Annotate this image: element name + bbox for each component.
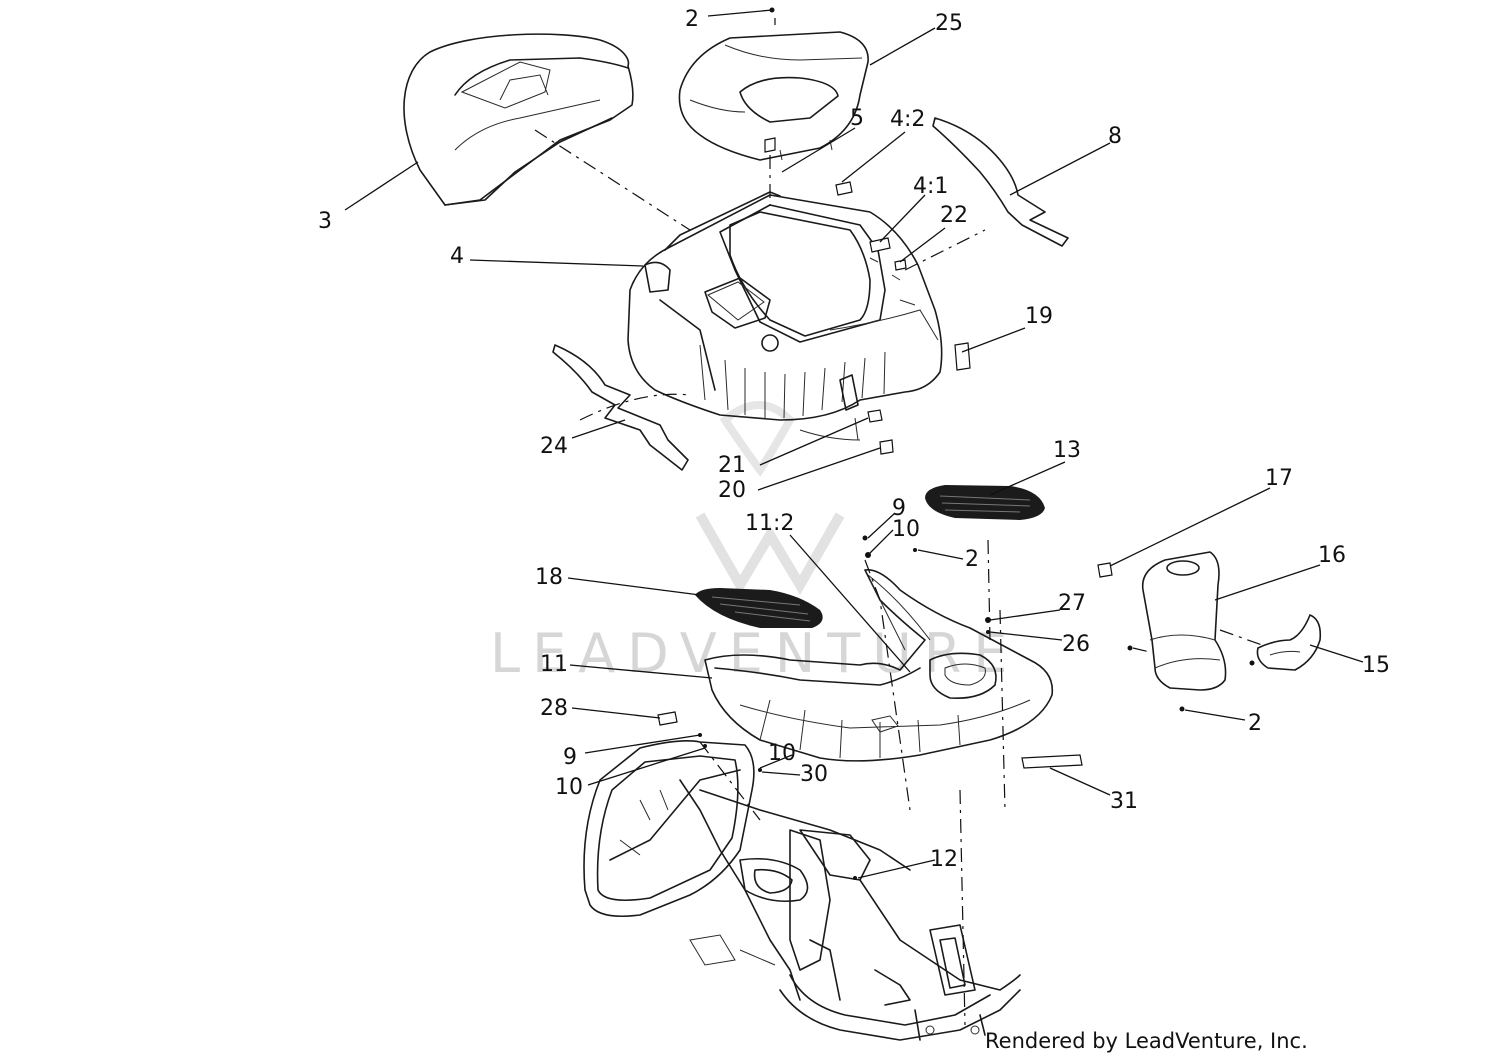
callout-13: 13 xyxy=(1053,438,1081,463)
watermark-text: LEADVENTURE xyxy=(490,622,1019,685)
callout-18: 18 xyxy=(535,565,563,590)
right-trim-strip xyxy=(932,117,1069,247)
callout-19: 19 xyxy=(1025,304,1053,329)
callout-20: 20 xyxy=(718,478,746,503)
callout-4-1: 4:1 xyxy=(913,174,948,199)
callout-10-mid: 10 xyxy=(768,741,796,766)
callout-2-right: 2 xyxy=(1248,711,1262,736)
assembly-lines xyxy=(534,18,1263,1026)
callout-16: 16 xyxy=(1318,543,1346,568)
callout-21: 21 xyxy=(718,453,746,478)
rear-handle xyxy=(678,31,869,161)
callout-11-2: 11:2 xyxy=(745,511,794,536)
callout-2-top: 2 xyxy=(685,7,699,32)
callout-9-lower: 9 xyxy=(563,745,577,770)
decals xyxy=(657,137,1113,769)
callout-8: 8 xyxy=(1108,124,1122,149)
callout-10-upper: 10 xyxy=(892,517,920,542)
callouts: 2 25 5 4:2 8 3 4:1 22 4 19 24 13 21 20 1… xyxy=(318,7,1390,872)
callout-22: 22 xyxy=(940,203,968,228)
callout-2-mid: 2 xyxy=(965,547,979,572)
callout-12: 12 xyxy=(930,847,958,872)
credit-text: Rendered by LeadVenture, Inc. xyxy=(985,1029,1308,1053)
callout-25: 25 xyxy=(935,11,963,36)
callout-11: 11 xyxy=(540,652,568,677)
floor-pan xyxy=(704,569,1054,762)
callout-9-upper: 9 xyxy=(892,496,906,521)
callout-27: 27 xyxy=(1058,591,1086,616)
leader-lines xyxy=(344,9,1364,879)
callout-10-lower: 10 xyxy=(555,775,583,800)
callout-24: 24 xyxy=(540,434,568,459)
floor-mat-left xyxy=(695,588,823,628)
seat-cushion xyxy=(403,33,634,206)
callout-15: 15 xyxy=(1362,653,1390,678)
rear-body-housing xyxy=(627,191,943,441)
callout-28: 28 xyxy=(540,696,568,721)
callout-31: 31 xyxy=(1110,789,1138,814)
callout-26: 26 xyxy=(1062,632,1090,657)
callout-30: 30 xyxy=(800,762,828,787)
callout-4-2: 4:2 xyxy=(890,107,925,132)
frame-chassis xyxy=(583,740,1021,1041)
callout-17: 17 xyxy=(1265,466,1293,491)
callout-3: 3 xyxy=(318,209,332,234)
side-bracket xyxy=(1256,614,1322,671)
callout-5: 5 xyxy=(850,106,864,131)
callout-4: 4 xyxy=(450,244,464,269)
floor-mat-right xyxy=(925,485,1045,520)
side-console xyxy=(1141,551,1227,691)
hardware xyxy=(698,7,1255,880)
left-trim-strip xyxy=(552,344,689,471)
watermark: LEADVENTURE xyxy=(490,401,1019,685)
